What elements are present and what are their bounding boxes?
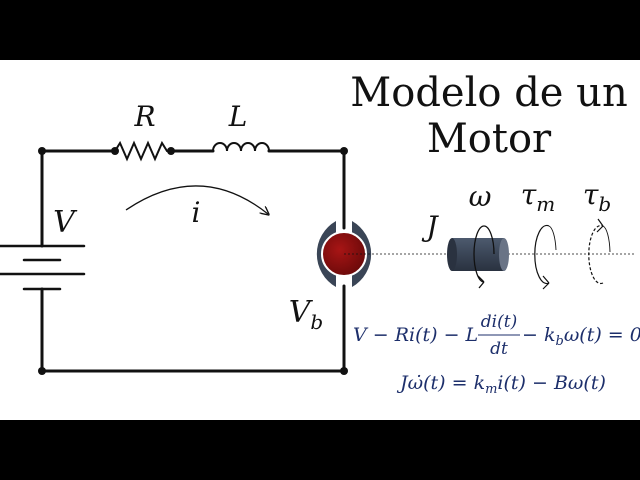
shaft-end-right [499,238,509,271]
eq-electrical-kb: − k [522,324,555,346]
back-emf-symbol: V [289,295,314,330]
omega-label: ω [469,180,492,213]
junction-dot [340,367,348,375]
junction-dot [340,147,348,155]
eq-electrical-left: V − Ri(t) − L [353,324,478,346]
battery-symbol [0,244,86,291]
current-direction-arrow [125,185,268,214]
tau-b-label: τb [583,178,611,216]
tau-b-subscript: b [598,192,611,216]
resistor-symbol [114,140,171,162]
eq-electrical-tail: ω(t) = 0 [564,324,640,346]
tau-m-rotation-arrow [534,224,557,290]
junction-dot [38,147,46,155]
tau-b-symbol: τ [583,178,599,211]
letterbox-top [0,0,640,60]
shaft-end-left [447,238,457,271]
omega-rotation-arrow [473,225,495,289]
letterbox-bottom [0,420,640,480]
inertia-label: J [421,210,439,243]
resistor-label: R [133,100,155,133]
shaft-body [452,238,504,271]
eq-fraction-denominator: dt [490,339,508,359]
tau-m-symbol: τ [521,178,537,211]
shaft-cylinder [447,238,509,271]
eq-mechanical-km-sub: m [485,382,497,397]
tau-b-rotation-arrow [588,218,611,285]
voltage-label: V [53,205,78,240]
junction-dot [38,367,46,375]
tau-m-label: τm [521,178,555,216]
circuit-wires [40,149,346,373]
inductor-label: L [228,100,248,133]
eq-mechanical-left: Jω̇(t) = k [396,372,485,394]
electrical-equation: V − Ri(t) − L di(t) dt − kbω(t) = 0 [353,312,640,359]
back-emf-subscript: b [310,310,323,334]
eq-electrical-right: − kbω(t) = 0 [522,324,640,349]
title-line-2: Motor [427,116,552,162]
current-label: i [192,196,201,229]
back-emf-label: Vb [289,295,323,334]
eq-electrical-kb-sub: b [555,334,563,349]
eq-mechanical: Jω̇(t) = kmi(t) − Bω(t) [396,372,606,397]
mechanical-equation: Jω̇(t) = kmi(t) − Bω(t) [396,372,606,397]
tau-m-subscript: m [536,192,555,216]
eq-fraction-numerator: di(t) [481,312,517,332]
inductor-symbol [212,142,270,152]
eq-mechanical-tail: i(t) − Bω(t) [497,372,605,394]
title-line-1: Modelo de un [350,70,627,116]
